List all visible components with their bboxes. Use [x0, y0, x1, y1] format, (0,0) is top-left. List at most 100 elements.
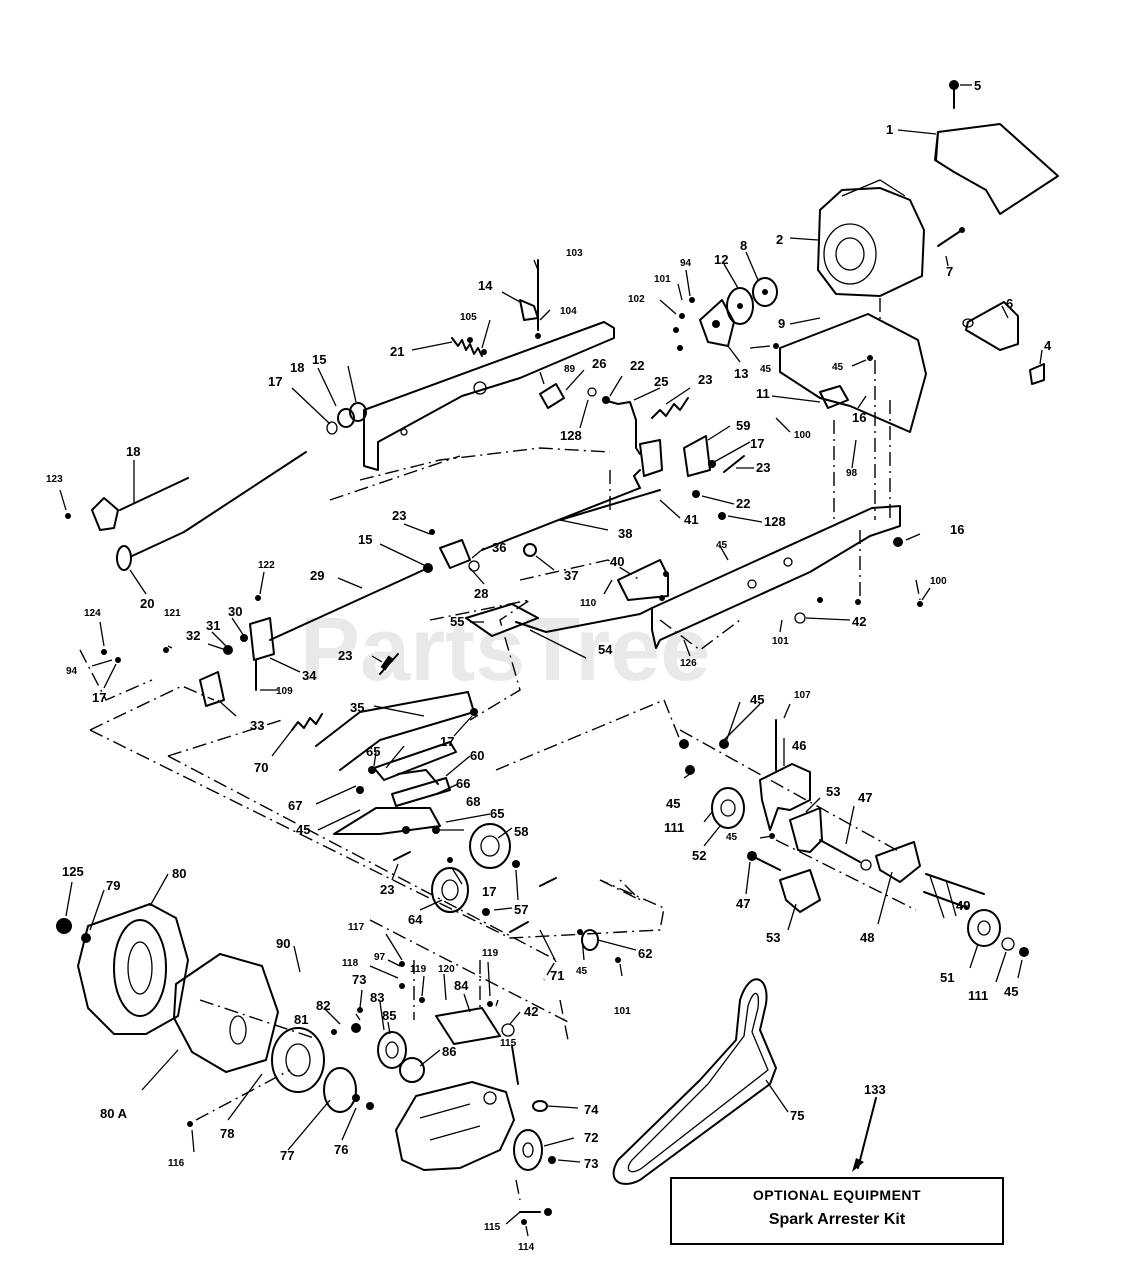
callout-66: 66: [456, 776, 470, 791]
callout-119-a: 119: [410, 964, 427, 975]
pulley-8: [752, 277, 778, 307]
bolt-7: [937, 227, 965, 247]
callout-45-b: 45: [832, 362, 844, 373]
callout-115-lower: 115: [484, 1222, 501, 1233]
callout-65-lower: 65: [490, 806, 504, 821]
engine-plate-9: [779, 313, 927, 433]
callout-17-left: 17: [92, 690, 106, 705]
callout-102: 102: [628, 294, 645, 305]
callout-86: 86: [442, 1044, 456, 1059]
muffler-6: [962, 301, 1019, 351]
callout-122: 122: [258, 560, 275, 571]
callout-15-upper: 15: [312, 352, 326, 367]
tire-80: [77, 903, 189, 1035]
callout-55: 55: [450, 614, 464, 629]
callout-72: 72: [584, 1130, 598, 1145]
callout-51: 51: [940, 970, 954, 985]
rod-38: [481, 469, 641, 551]
callout-6: 6: [1006, 296, 1013, 311]
callout-42-lower: 42: [524, 1004, 538, 1019]
belt-75: [612, 978, 777, 1185]
callout-17-center: 17: [440, 734, 454, 749]
callout-89: 89: [564, 364, 576, 375]
bracket-53-lower: [779, 869, 821, 913]
collar-86: [399, 1057, 425, 1083]
callout-115-mid: 115: [500, 1038, 517, 1049]
callout-54: 54: [598, 642, 613, 657]
bracket-53-upper: [789, 807, 823, 853]
bracket-28: [439, 539, 480, 572]
callout-53-lower: 53: [766, 930, 780, 945]
bracket-14: [519, 259, 539, 331]
watermark-text: PartsTree: [300, 600, 710, 700]
callout-38: 38: [618, 526, 632, 541]
hub-78: [271, 1027, 325, 1093]
callout-57: 57: [514, 902, 528, 917]
callout-25: 25: [654, 374, 668, 389]
callout-20: 20: [140, 596, 154, 611]
cap-4: [1029, 363, 1045, 385]
callout-58: 58: [514, 824, 528, 839]
callout-18-left: 18: [126, 444, 140, 459]
callout-74: 74: [584, 1102, 599, 1117]
callout-48: 48: [860, 930, 874, 945]
callout-124: 124: [84, 608, 101, 619]
plate-55: [465, 603, 539, 637]
washers-15-16: [326, 402, 367, 435]
disc-77: [323, 1067, 357, 1113]
hub-13: [699, 299, 735, 347]
callout-23-lower: 23: [380, 882, 394, 897]
callout-23-upper: 23: [698, 372, 712, 387]
callout-17-lower: 17: [482, 884, 496, 899]
callout-5: 5: [974, 78, 981, 93]
callout-45-g: 45: [726, 832, 738, 843]
link-60: [391, 777, 451, 807]
arm-66: [373, 741, 457, 785]
bolt-5: [949, 80, 959, 109]
callout-82: 82: [316, 998, 330, 1013]
callout-120: 120: [438, 964, 455, 975]
callout-18-upper: 18: [290, 360, 304, 375]
callout-42-right: 42: [852, 614, 866, 629]
callout-77: 77: [280, 1148, 294, 1163]
rim-80a: [173, 953, 279, 1073]
callout-101-mid: 101: [772, 636, 789, 647]
callout-16-upper: 16: [852, 410, 866, 425]
callout-94-upper: 94: [680, 258, 692, 269]
callout-107: 107: [794, 690, 811, 701]
pulley-64: [431, 867, 469, 913]
callout-45-i: 45: [1004, 984, 1018, 999]
bracket-68: [333, 807, 441, 835]
callout-79: 79: [106, 878, 120, 893]
callout-16-lower: 16: [950, 522, 964, 537]
bracket-48: [875, 841, 921, 883]
callout-114: 114: [518, 1242, 535, 1253]
callout-17-mid: 17: [750, 436, 764, 451]
callout-83: 83: [370, 990, 384, 1005]
plate-84: [435, 1007, 501, 1045]
callout-47-left: 47: [736, 896, 750, 911]
callout-45-h: 45: [576, 966, 588, 977]
bracket-27: [639, 439, 663, 477]
rod-35: [315, 691, 478, 771]
callout-119-b: 119: [482, 948, 499, 959]
spindle-62: [577, 929, 599, 951]
pivot-26-89: [539, 383, 597, 409]
callout-70: 70: [254, 760, 268, 775]
callout-11: 11: [756, 386, 770, 401]
callout-80a: 80 A: [100, 1106, 128, 1121]
callout-118: 118: [342, 958, 359, 969]
callout-53-upper: 53: [826, 784, 840, 799]
pulley-51: [967, 909, 1001, 947]
callout-81: 81: [294, 1012, 308, 1027]
callout-37: 37: [564, 568, 578, 583]
spring-23-upper: [651, 397, 689, 419]
bracket-40: [617, 559, 669, 601]
callout-8: 8: [740, 238, 747, 253]
lever-18: [91, 477, 189, 531]
callout-105: 105: [460, 312, 477, 323]
callout-111-right: 111: [968, 988, 988, 1003]
callout-labels: 1 2 4 5 6 7 8 9 11 12 13 14 15 15 16 16 …: [46, 78, 1052, 1253]
callout-40: 40: [610, 554, 624, 569]
transaxle: [395, 1081, 515, 1171]
